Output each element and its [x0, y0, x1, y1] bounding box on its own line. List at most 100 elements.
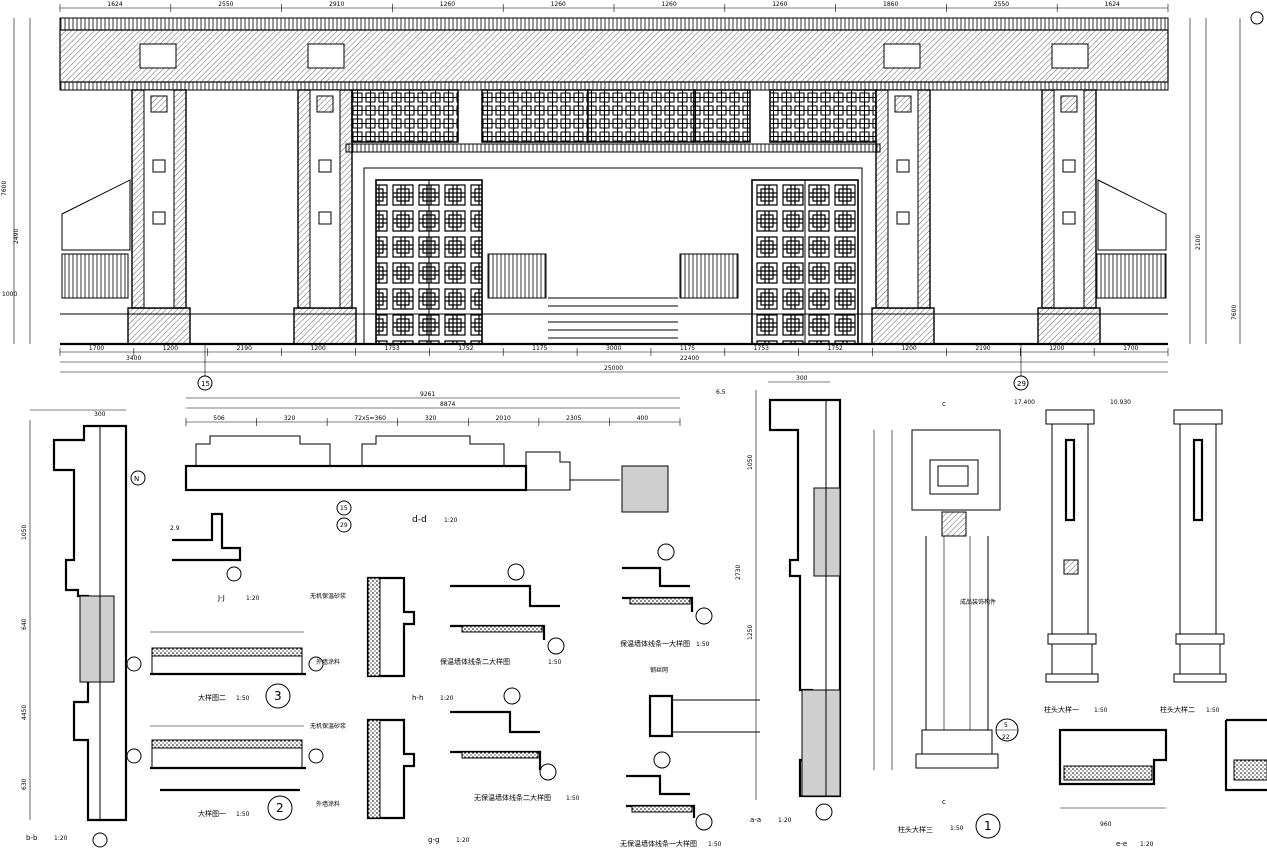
- dimension-label: 1200: [163, 345, 178, 352]
- detail-title: 保温墙体线条一大样图: [620, 639, 690, 648]
- svg-text:29: 29: [1017, 380, 1026, 388]
- dimension-label: 1260: [440, 1, 455, 8]
- dimension-label: 1260: [661, 1, 676, 8]
- svg-text:外墙涂料: 外墙涂料: [316, 658, 340, 666]
- dimension-label: 2190: [975, 345, 990, 352]
- svg-text:1:50: 1:50: [950, 825, 964, 832]
- detail-nowarm2: 无保温墙体线条二大样图 1:50: [450, 687, 580, 802]
- capital-detail-3: c c 柱头大样三 1:50 1 成品装饰构件: [873, 400, 1001, 839]
- svg-text:8874: 8874: [440, 401, 455, 408]
- capital-detail-1: 17.400 柱头大样一 1:50: [1014, 399, 1108, 714]
- dimension-label: 400: [637, 415, 649, 422]
- section-title: J-J: [217, 594, 225, 602]
- svg-text:1:20: 1:20: [778, 817, 792, 824]
- section-h-h: 无机保温砂浆 外墙涂料 h-h 1:20: [310, 576, 454, 702]
- section-title: h-h: [412, 694, 423, 702]
- grid-axis-bubble: [197, 375, 213, 391]
- railing: [679, 253, 739, 299]
- svg-text:3400: 3400: [126, 355, 141, 362]
- detail-number-circle: [265, 683, 291, 709]
- dimension-label: 2550: [994, 1, 1009, 8]
- svg-text:1:50: 1:50: [708, 841, 722, 848]
- dimension-label: 1200: [901, 345, 916, 352]
- section-g-g: 无机保温砂浆 外墙涂料 g-g 1:20: [310, 718, 470, 844]
- dimension-label: 1860: [883, 1, 898, 8]
- section-fill: [801, 689, 841, 797]
- dimension-label: 1752: [458, 345, 473, 352]
- svg-text:1:50: 1:50: [548, 659, 562, 666]
- railing: [1095, 253, 1167, 299]
- section-title: e-e: [1116, 840, 1127, 848]
- svg-text:1:50: 1:50: [566, 795, 580, 802]
- detail-bubble: [815, 803, 833, 821]
- svg-text:15: 15: [201, 380, 210, 388]
- svg-text:22: 22: [1002, 734, 1010, 741]
- detail-big1: 大样图一 1:50 2: [126, 725, 324, 821]
- dimension-label: 3000: [606, 345, 621, 352]
- door-lintel: [345, 143, 881, 153]
- frieze-panel: [1051, 43, 1089, 69]
- dimension-label: 1624: [1105, 1, 1120, 8]
- section-title: g-g: [428, 836, 439, 844]
- svg-text:5: 5: [1004, 722, 1008, 729]
- detail-bubble: [226, 566, 242, 582]
- side-awning: [1097, 179, 1167, 251]
- svg-text:1050: 1050: [747, 455, 754, 470]
- frieze: [59, 29, 1169, 83]
- svg-text:无机保温砂浆: 无机保温砂浆: [310, 722, 346, 730]
- svg-text:成品装饰构件: 成品装饰构件: [960, 598, 996, 606]
- column: [871, 89, 935, 345]
- svg-text:2: 2: [276, 801, 284, 815]
- dimension-label: 1260: [772, 1, 787, 8]
- dimension-label: 2190: [237, 345, 252, 352]
- svg-text:2.9: 2.9: [170, 525, 180, 532]
- dimension-label: 1200: [1049, 345, 1064, 352]
- svg-text:1:50: 1:50: [1206, 707, 1220, 714]
- svg-text:9261: 9261: [420, 391, 435, 398]
- svg-text:1:50: 1:50: [696, 641, 710, 648]
- dimension-label: 1175: [680, 345, 695, 352]
- svg-text:22400: 22400: [680, 355, 699, 362]
- side-awning: [61, 179, 131, 251]
- detail-big2: 大样图二 1:50 3: [126, 631, 324, 709]
- detail-title: 无保温墙体线条一大样图: [620, 839, 697, 848]
- svg-text:15: 15: [340, 505, 348, 512]
- svg-text:1:50: 1:50: [236, 811, 250, 818]
- dimension-label: 2550: [218, 1, 233, 8]
- dimension-label: 2910: [329, 1, 344, 8]
- svg-text:1:20: 1:20: [440, 695, 454, 702]
- dimension-label: 1624: [107, 1, 122, 8]
- dimension-label: 72x5=360: [354, 415, 386, 422]
- section-a-a: 300 1050 2730 1250 6.5 a-a 1:20: [716, 375, 842, 824]
- dimension-label: 320: [284, 415, 296, 422]
- detail-number-circle: [267, 795, 293, 821]
- upper-lattice-windows: [351, 89, 877, 143]
- svg-text:1050: 1050: [21, 525, 28, 540]
- detail-title: 保温墙体线条二大样图: [440, 657, 510, 666]
- svg-text:c: c: [942, 798, 946, 806]
- svg-text:1: 1: [984, 819, 992, 833]
- svg-text:4450: 4450: [21, 705, 28, 720]
- svg-text:无机保温砂浆: 无机保温砂浆: [310, 592, 346, 600]
- dimension-label: 1700: [89, 345, 104, 352]
- detail-number-circle: [975, 813, 1001, 839]
- svg-text:1:20: 1:20: [1140, 841, 1154, 848]
- svg-text:10.930: 10.930: [1110, 399, 1131, 406]
- north-tag: [130, 470, 146, 486]
- detail-bubble: [92, 832, 108, 848]
- svg-text:1000: 1000: [2, 291, 17, 298]
- overall-width-dimension: 25000: [604, 365, 623, 372]
- svg-text:1:20: 1:20: [54, 835, 68, 842]
- column: [293, 89, 357, 345]
- dimension-label: 320: [425, 415, 437, 422]
- svg-text:960: 960: [1100, 821, 1112, 828]
- svg-text:7600: 7600: [1, 181, 8, 196]
- frieze-panel: [883, 43, 921, 69]
- detail-title: 柱头大样一: [1044, 705, 1079, 714]
- section-b-b: 300 1050 640 4450 630 b-b 1:20: [21, 409, 128, 848]
